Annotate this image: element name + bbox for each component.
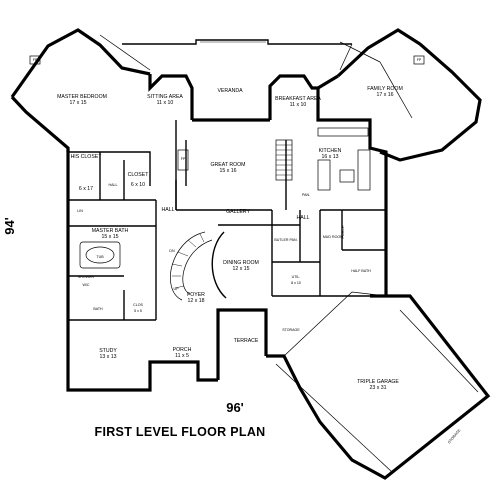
fp-family-label: FP [417,58,422,62]
room-name-gallery: GALLERY [226,209,250,215]
room-dim-his-closet: 6 x 17 [79,186,93,192]
fp-great-label: FP [181,157,186,161]
room-name-terrace: TERRACE [234,338,259,344]
lin-label: LIN [77,209,83,213]
room-name-hall-1: HALL [109,183,118,187]
room-name-master-bath: MASTER BATH [92,228,129,234]
room-name-hall-closet: CLOSET [128,172,150,178]
room-name-breakfast-area: BREAKFAST AREA [275,96,321,102]
room-name-porch: PORCH [173,347,192,353]
garage-wall [266,294,491,480]
curved-stair [170,231,213,301]
room-name-great-room: GREAT ROOM [211,162,246,168]
room-dim-great-room: 15 x 16 [219,168,236,174]
room-dim-family-room: 17 x 16 [376,92,393,98]
tub [79,241,121,269]
room-dim-clos: 5 x 5 [134,309,142,313]
room-dim-master-bath: 15 x 15 [101,234,118,240]
room-name-bath: BATH [93,307,103,311]
room-name-butler-pan: BUTLER PAN. [274,238,297,242]
room-dim-foyer: 12 x 18 [187,298,204,304]
dining-curve [211,231,227,299]
room-dim-dining-room: 12 x 15 [232,266,249,272]
room-name-mud-room: MUD ROOM [323,235,343,239]
shower-label: SHOWER [78,275,95,279]
room-name-porch-side: PORCH [341,225,345,238]
room-name-util: UTIL. [292,275,301,279]
left-central-wall [66,150,218,392]
width-dimension: 96' [226,400,244,415]
room-name-hall-3: HALL [297,215,310,221]
master-wing-wall [10,28,151,98]
room-name-storage: STORAGE [282,328,300,332]
room-name-master-bedroom: MASTER BEDROOM [57,94,107,100]
depth-dimension: 94' [2,217,17,235]
room-dim-breakfast-area: 11 x 10 [290,102,307,108]
room-dim-study: 13 x 13 [99,354,116,360]
up-label: UP [174,287,180,291]
room-name-study: STUDY [99,348,117,354]
room-dim-triple-garage: 23 x 31 [369,385,386,391]
room-dim-hall-closet: 6 x 10 [131,182,145,188]
master-wing-left-wall [10,95,70,152]
rear-stair [275,139,293,181]
tub-label: TUB [96,255,104,259]
fireplace-master [29,55,41,65]
room-dim-kitchen: 16 x 13 [321,154,338,160]
interior-walls [68,120,386,321]
room-name-half-bath: HALF BATH [351,269,371,273]
room-dim-porch: 11 x 5 [175,353,189,359]
room-name-family-room: FAMILY ROOM [367,86,403,92]
sitting-bay [148,74,194,120]
room-name-storage-garage: STORAGE [447,428,462,444]
room-name-triple-garage: TRIPLE GARAGE [357,379,399,385]
kitchen-island [317,127,371,191]
fireplace-family [413,55,425,65]
fp-master-label: FP [33,58,38,62]
fireplace-great [177,149,189,171]
dn-label: DN [169,249,175,253]
room-name-sitting-area: SITTING AREA [147,94,183,100]
veranda-top [122,39,352,45]
room-name-pan: PAN. [302,193,310,197]
room-dim-sitting-area: 11 x 10 [157,100,174,106]
room-name-dining-room: DINING ROOM [223,260,259,266]
wic-label: W/C [83,283,90,287]
room-name-foyer: FOYER [187,292,205,298]
plan-title: FIRST LEVEL FLOOR PLAN [95,425,266,439]
room-name-kitchen: KITCHEN [319,148,342,154]
room-name-hall-2: HALL [162,207,175,213]
right-central-wall [316,88,388,296]
room-name-clos: CLOS [133,303,143,307]
room-dim-util: 8 x 10 [291,281,301,285]
front-right-wall [216,308,268,380]
room-name-veranda: VERANDA [217,88,243,94]
room-name-his-closet: HIS CLOSET [71,154,103,160]
room-dim-master-bedroom: 17 x 15 [69,100,86,106]
family-wing-wall [336,28,482,162]
